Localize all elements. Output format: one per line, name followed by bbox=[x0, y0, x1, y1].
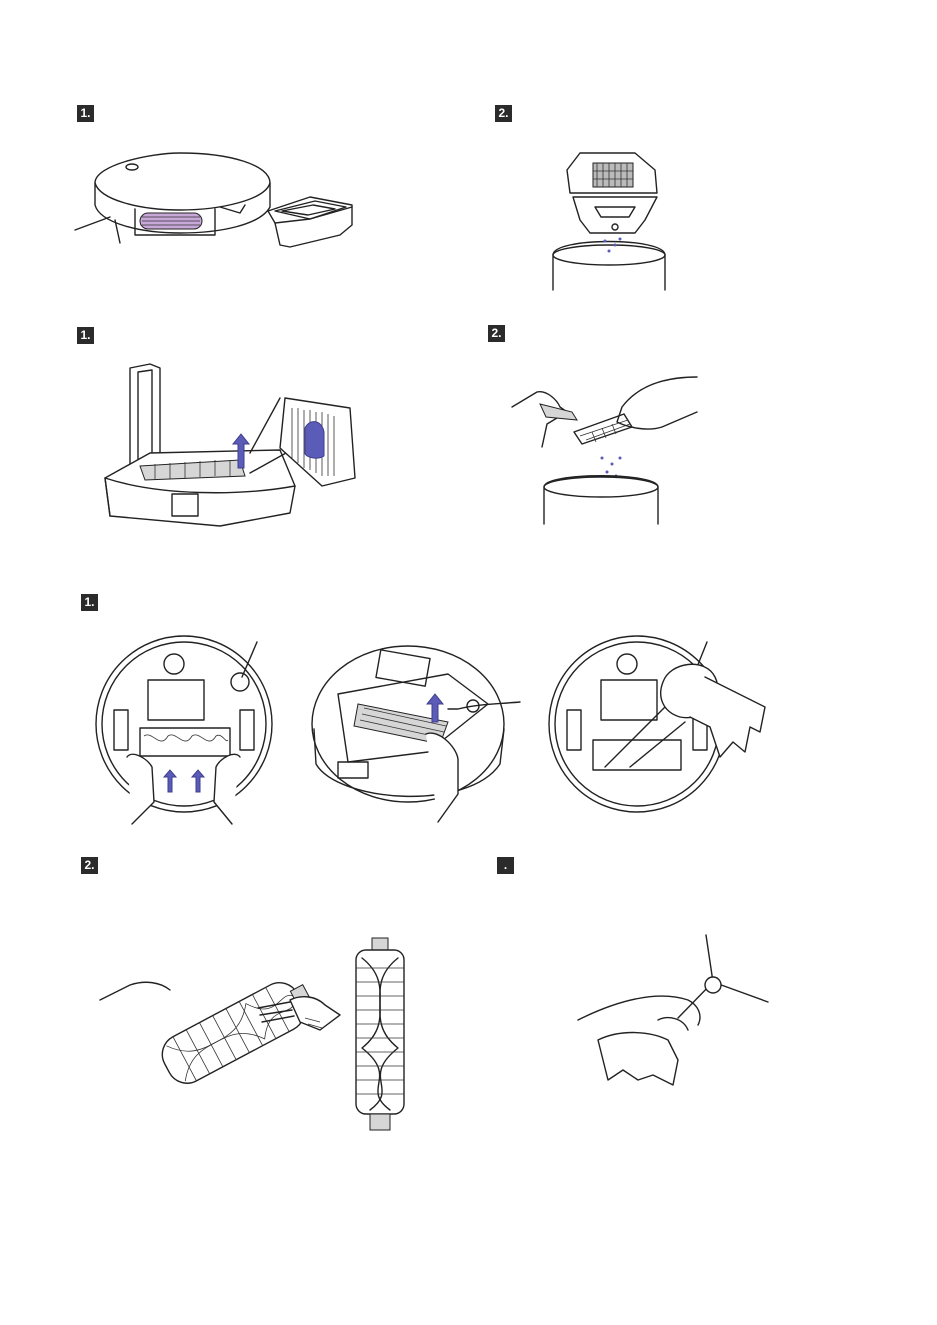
brush-compartment-wipe-icon bbox=[545, 632, 770, 824]
dustbin-emptying-icon bbox=[545, 145, 675, 290]
main-brush-removal-icon bbox=[92, 632, 277, 824]
dustbin-filter-lift-icon bbox=[100, 358, 360, 528]
step-badge-7: . bbox=[497, 857, 514, 874]
filter-tapping-icon bbox=[512, 372, 707, 524]
step-badge-5: 1. bbox=[81, 594, 98, 611]
step-badge-1: 1. bbox=[77, 105, 94, 122]
step-badge-3: 1. bbox=[77, 327, 94, 344]
step-badge-6: 2. bbox=[81, 857, 98, 874]
main-brush-icon bbox=[350, 938, 410, 1130]
step-badge-4: 2. bbox=[488, 325, 505, 342]
main-brush-lift-icon bbox=[308, 634, 524, 822]
step-badge-2: 2. bbox=[495, 105, 512, 122]
main-brush-cleaning-tool-icon bbox=[100, 960, 350, 1118]
robot-vacuum-with-dustbin-icon bbox=[70, 145, 370, 255]
side-brush-wipe-icon bbox=[578, 930, 778, 1088]
